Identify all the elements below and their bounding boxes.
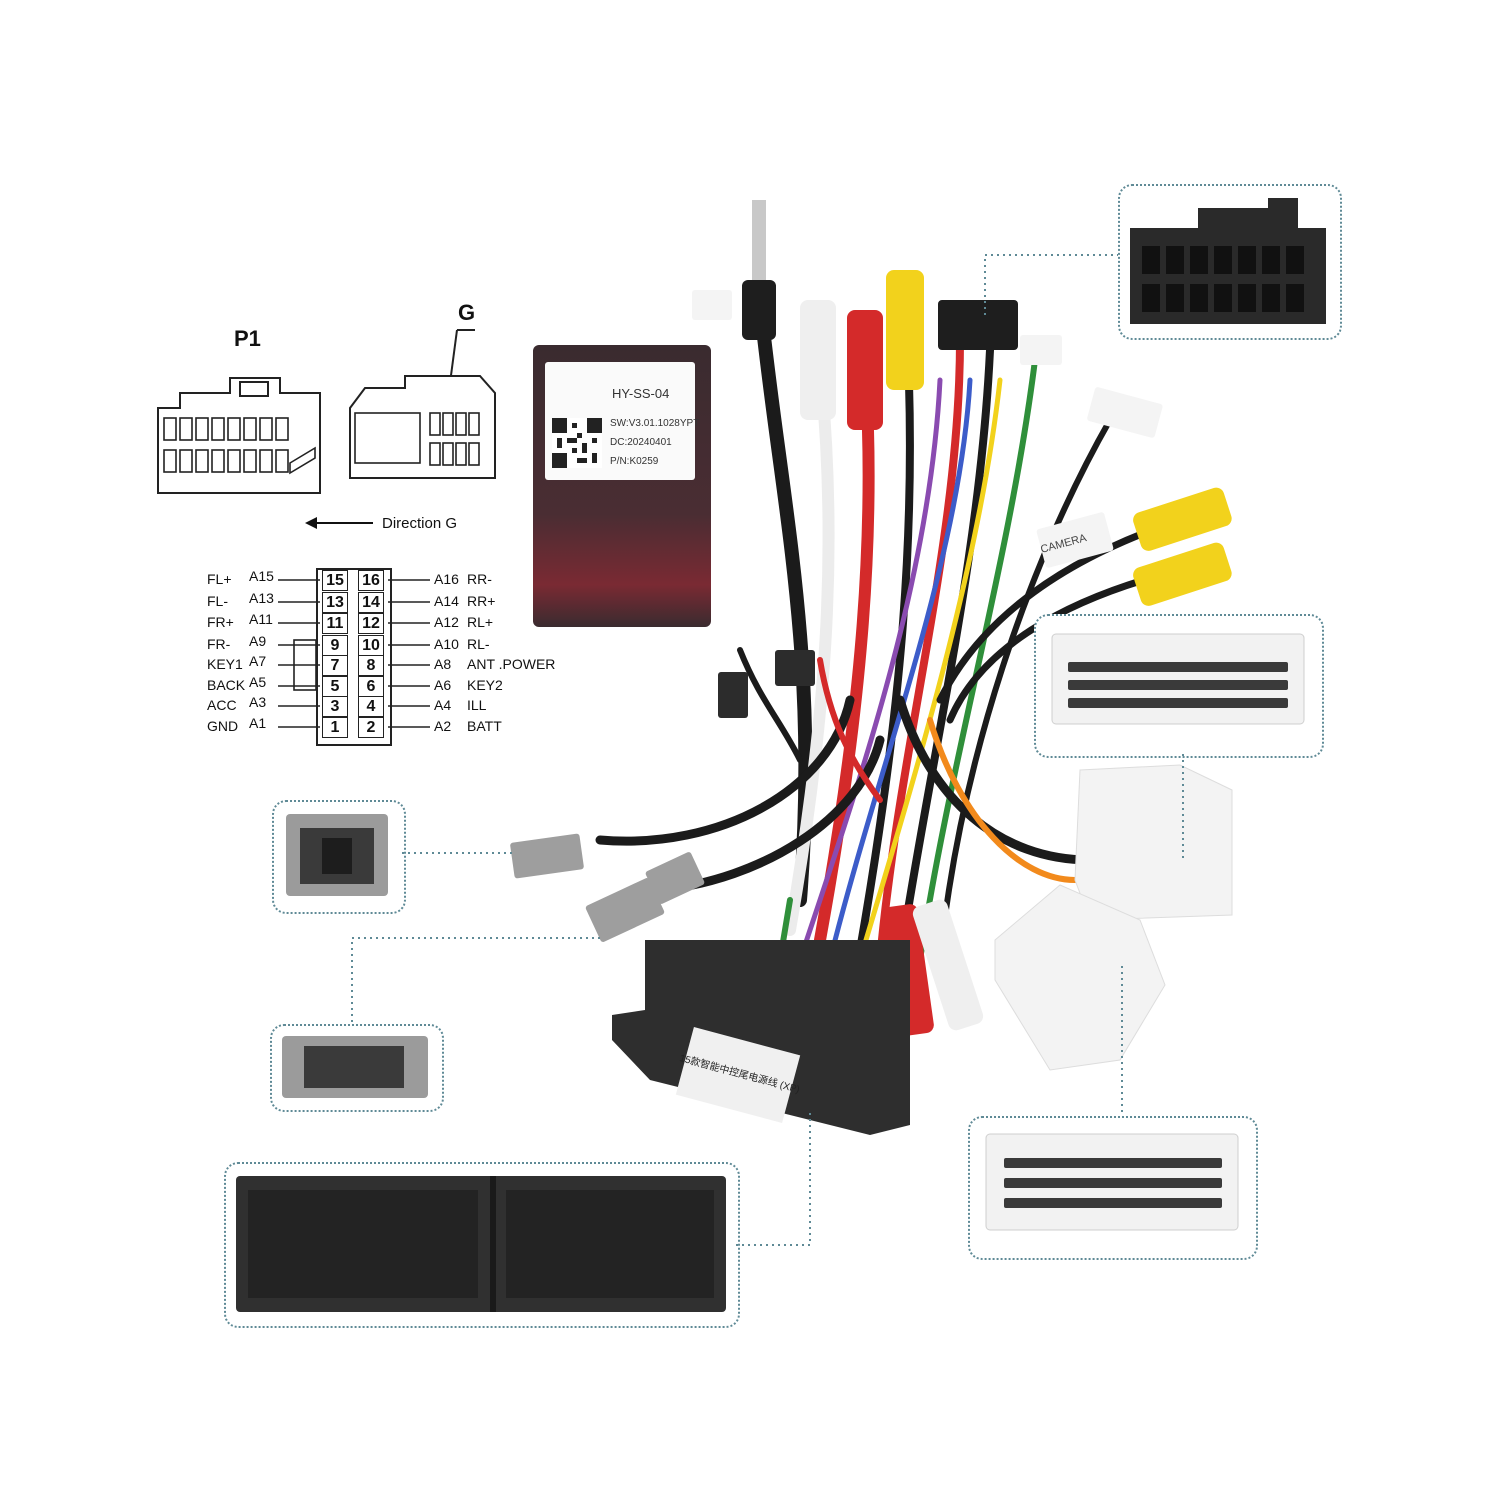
p1-connector-drawing <box>157 377 321 494</box>
grey-2pin-plug <box>286 814 388 896</box>
main-black-plug-face <box>236 1176 726 1312</box>
white-multipin-plug-lower <box>985 1133 1239 1231</box>
pin-id-left: A1 <box>249 715 267 731</box>
pin-signal-left: FR+ <box>207 614 234 630</box>
module-model: HY-SS-04 <box>612 386 670 401</box>
pin-number-right: 4 <box>358 696 384 717</box>
pin-id-left: A7 <box>249 653 267 669</box>
pin-signal-right: RL- <box>467 636 490 652</box>
pin-number-right: 8 <box>358 655 384 676</box>
pin-id-right: A8 <box>434 656 452 672</box>
pinout-connector-outline <box>293 568 392 746</box>
direction-label: Direction G <box>382 515 458 532</box>
pin-id-right: A10 <box>434 636 459 652</box>
pin-signal-left: FR- <box>207 636 231 652</box>
pin-id-right: A6 <box>434 677 452 693</box>
pin-id-right: A2 <box>434 718 452 734</box>
pin-id-right: A16 <box>434 571 459 587</box>
module-pn: P/N:K0259 <box>610 456 659 467</box>
direction-arrow-icon <box>305 517 373 529</box>
pin-signal-right: RR+ <box>467 593 496 609</box>
pin-id-left: A11 <box>249 611 273 627</box>
pin-id-left: A5 <box>249 674 267 690</box>
white-multipin-plug-upper <box>1051 633 1305 725</box>
pin-signal-right: RR- <box>467 571 492 587</box>
pin-signal-left: GND <box>207 718 239 734</box>
pin-number-right: 16 <box>358 570 384 591</box>
pin-number-left: 7 <box>322 655 348 676</box>
pin-signal-right: ANT .POWER <box>467 656 556 672</box>
pin-signal-left: ACC <box>207 697 237 713</box>
black-16pin-plug <box>1130 198 1326 324</box>
pin-id-left: A9 <box>249 633 267 649</box>
qr-code-icon <box>552 418 602 468</box>
pin-signal-right: KEY2 <box>467 677 503 693</box>
pin-number-left: 13 <box>322 592 348 613</box>
pin-signal-left: FL- <box>207 593 228 609</box>
pin-number-left: 3 <box>322 696 348 717</box>
pin-signal-right: ILL <box>467 697 487 713</box>
pin-number-left: 11 <box>322 613 348 634</box>
pin-number-right: 2 <box>358 717 384 738</box>
p1-label: P1 <box>234 326 261 351</box>
g-label: G <box>458 300 476 325</box>
module-dc: DC:20240401 <box>610 437 672 448</box>
pin-signal-right: RL+ <box>467 614 494 630</box>
pin-id-left: A15 <box>249 568 274 584</box>
pin-id-right: A14 <box>434 593 459 609</box>
module-sw: SW:V3.01.1028YPT <box>610 418 700 429</box>
pin-signal-right: BATT <box>467 718 502 734</box>
pin-id-right: A4 <box>434 697 452 713</box>
pin-signal-left: FL+ <box>207 571 232 587</box>
pin-number-right: 14 <box>358 592 384 613</box>
pin-number-left: 1 <box>322 717 348 738</box>
pin-id-left: A13 <box>249 590 274 606</box>
pin-id-left: A3 <box>249 694 267 710</box>
g-connector-drawing <box>349 329 496 479</box>
pin-signal-left: BACK <box>207 677 246 693</box>
grey-6pin-plug <box>282 1036 428 1098</box>
pin-signal-left: KEY1 <box>207 656 243 672</box>
pin-number-right: 12 <box>358 613 384 634</box>
pin-number-left: 15 <box>322 570 348 591</box>
pin-id-right: A12 <box>434 614 459 630</box>
